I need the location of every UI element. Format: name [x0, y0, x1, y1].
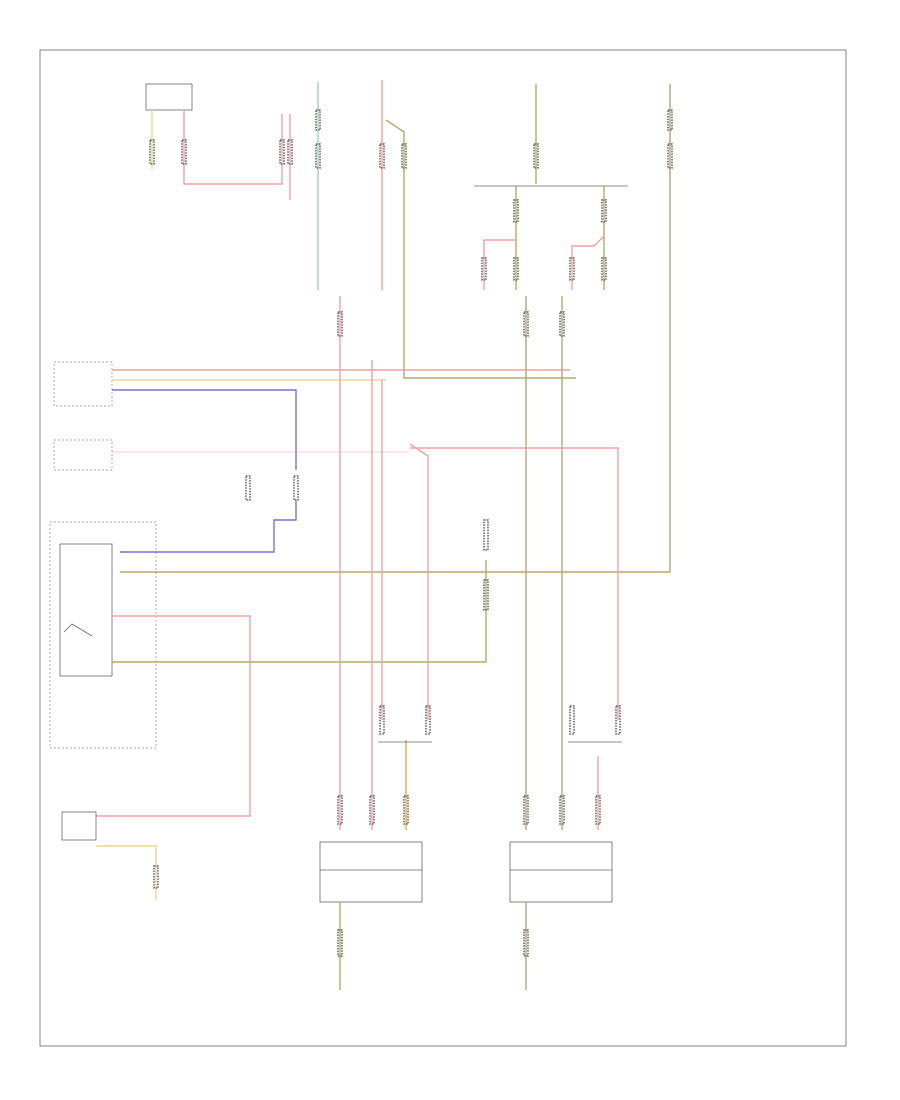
connector-v-8: [337, 795, 343, 825]
top-component-box: [145, 83, 193, 111]
connector-v-9: [369, 795, 375, 825]
connector-r2-b: [667, 143, 673, 169]
wire-bus-red-a: [483, 239, 516, 290]
bcm-switch: [63, 623, 93, 637]
body-control-module: [49, 519, 489, 817]
wire-mid-olive: [385, 119, 576, 379]
connector-mid-a: [379, 143, 385, 169]
connector-top-c: [279, 139, 285, 165]
connector-ecm-2: [293, 475, 299, 501]
wire-v-red-5: [410, 447, 619, 720]
ecm-box-a: [53, 361, 113, 407]
fuse-mid-group: [379, 80, 576, 379]
connector-ecm-1: [245, 475, 251, 501]
connector-bus-1: [513, 199, 519, 223]
wire-ecm-blue: [112, 389, 297, 470]
relay-right-box: [509, 841, 613, 903]
connector-r1: [533, 143, 539, 169]
connector-mid-b: [401, 143, 407, 169]
connector-v-12: [559, 795, 565, 825]
connector-v-10: [403, 795, 409, 825]
connector-bcm-2: [483, 579, 489, 611]
connector-sensor: [153, 865, 159, 889]
connector-v-13: [595, 795, 601, 825]
vertical-wires: [337, 296, 622, 830]
relay-left-box: [319, 841, 423, 903]
connector-top-d: [287, 139, 293, 165]
connector-v-4: [379, 705, 385, 735]
bottom-left-sensor: [61, 811, 159, 900]
top-left-component: [145, 83, 293, 200]
wire-bcm-red: [96, 615, 251, 817]
fuse-right-group: [120, 84, 673, 573]
connector-bus-4: [513, 257, 519, 281]
wire-r2-olive: [120, 84, 671, 573]
connector-bcm-1: [483, 519, 489, 551]
connector-bus-2: [601, 199, 607, 223]
wire-bcm-olive: [112, 560, 487, 663]
connector-bus-5: [569, 257, 575, 281]
wire-v-red-4: [409, 443, 429, 720]
sensor-box: [61, 811, 97, 841]
connector-relay-right: [523, 929, 529, 957]
diagram-frame: [39, 49, 847, 1047]
wire-sensor-yellow: [96, 845, 157, 900]
connector-bus-3: [481, 257, 487, 281]
bcm-inner: [59, 543, 113, 677]
wire-ecm-blue-b: [120, 500, 297, 553]
connector-top-b: [181, 139, 187, 165]
connector-v-7: [615, 705, 621, 735]
connector-relay-left: [337, 929, 343, 957]
connector-green-b: [315, 143, 321, 169]
connector-v-6: [569, 705, 575, 735]
fuse-left-group: [315, 82, 321, 290]
relay-right: [509, 841, 613, 990]
connector-bus-6: [601, 257, 607, 281]
connector-v-5: [425, 705, 431, 735]
connector-v-3: [559, 311, 565, 337]
connector-green-a: [315, 109, 321, 131]
relay-left: [319, 841, 423, 990]
ecm-box-b: [53, 439, 113, 471]
wire-bus-red-b: [571, 235, 605, 290]
connector-top-a: [149, 139, 155, 165]
connector-v-1: [337, 311, 343, 337]
bcm-outer: [49, 521, 157, 749]
wire-top-red: [183, 110, 283, 185]
connector-v-2: [523, 311, 529, 337]
connector-v-11: [523, 795, 529, 825]
connector-r2-a: [667, 109, 673, 131]
engine-control-module: [53, 361, 570, 553]
